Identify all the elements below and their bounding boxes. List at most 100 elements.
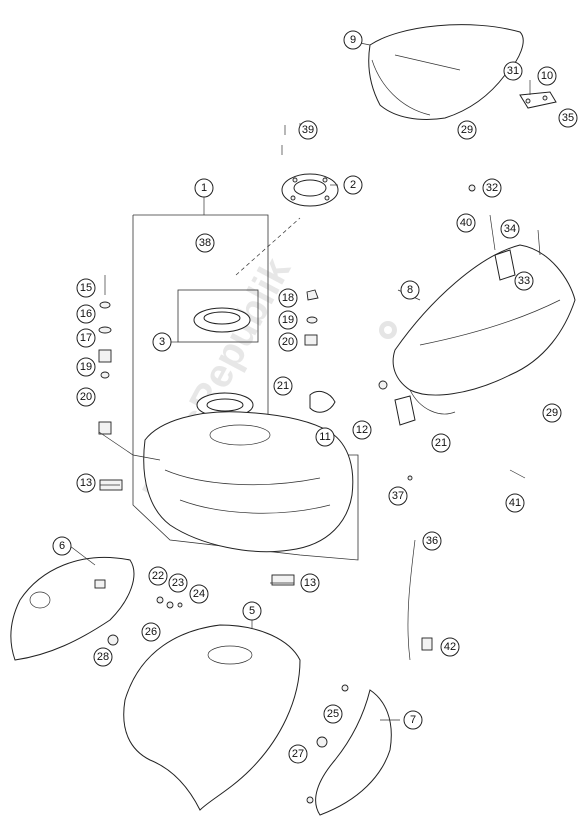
fuel-cap (281, 173, 339, 207)
svg-text:7: 7 (410, 714, 416, 726)
callout-1: 1 (194, 178, 214, 198)
front-seat (392, 244, 576, 415)
callout-29: 29 (457, 120, 477, 140)
svg-text:23: 23 (172, 577, 184, 589)
tank-group-box (132, 214, 359, 561)
svg-text:18: 18 (282, 292, 294, 304)
tank-cover (123, 624, 301, 811)
callout-17: 17 (76, 328, 96, 348)
callout-29b: 29 (542, 403, 562, 423)
svg-text:38: 38 (199, 237, 211, 249)
svg-text:33: 33 (518, 275, 530, 287)
svg-text:22: 22 (152, 570, 164, 582)
svg-text:13: 13 (80, 477, 92, 489)
rear-seat (368, 24, 524, 120)
callout-42: 42 (440, 637, 460, 657)
svg-text:29: 29 (461, 124, 473, 136)
svg-text:5: 5 (249, 605, 255, 617)
cap-screws (281, 123, 301, 155)
callout-2: 2 (343, 175, 363, 195)
callout-9: 9 (343, 30, 363, 50)
callout-3: 3 (152, 332, 172, 352)
fuel-tank (143, 411, 354, 553)
svg-text:20: 20 (282, 336, 294, 348)
callout-41: 41 (505, 493, 525, 513)
svg-text:20: 20 (80, 391, 92, 403)
rear-bracket (519, 91, 557, 109)
svg-text:21: 21 (277, 380, 289, 392)
callout-25: 25 (323, 704, 343, 724)
svg-text:3: 3 (159, 336, 165, 348)
svg-text:31: 31 (507, 65, 519, 77)
svg-text:10: 10 (541, 70, 553, 82)
callout-39: 39 (298, 120, 318, 140)
pump-group-box (177, 289, 259, 343)
svg-text:37: 37 (392, 490, 404, 502)
callout-8: 8 (400, 280, 420, 300)
svg-text:24: 24 (193, 588, 205, 600)
svg-text:28: 28 (97, 651, 109, 663)
callout-34: 34 (500, 219, 520, 239)
callout-5: 5 (242, 601, 262, 621)
svg-text:39: 39 (302, 124, 314, 136)
grommet-stack (304, 289, 319, 346)
callout-13b: 13 (300, 573, 320, 593)
callout-35: 35 (558, 108, 578, 128)
callout-40: 40 (456, 213, 476, 233)
svg-text:41: 41 (509, 497, 521, 509)
svg-text:29: 29 (546, 407, 558, 419)
svg-text:16: 16 (80, 308, 92, 320)
callout-19b: 19 (278, 310, 298, 330)
svg-text:34: 34 (504, 223, 516, 235)
pump-gasket (196, 392, 254, 418)
callout-27: 27 (288, 744, 308, 764)
svg-text:13: 13 (304, 577, 316, 589)
callout-7: 7 (403, 710, 423, 730)
callout-22: 22 (148, 566, 168, 586)
watermark-gear-icon (379, 321, 397, 339)
spacer-stack (98, 275, 161, 461)
svg-text:19: 19 (282, 314, 294, 326)
svg-text:21: 21 (435, 437, 447, 449)
callout-37: 37 (388, 486, 408, 506)
callout-36: 36 (422, 531, 442, 551)
bracket-12 (378, 380, 416, 426)
svg-text:35: 35 (562, 112, 574, 124)
fuel-pump-ring (193, 307, 251, 333)
callout-38: 38 (195, 233, 215, 253)
callout-23: 23 (168, 573, 188, 593)
seat-hardware (468, 184, 541, 256)
callout-21: 21 (273, 376, 293, 396)
cable (407, 469, 526, 661)
svg-text:12: 12 (356, 424, 368, 436)
callout-6: 6 (52, 536, 72, 556)
callout-32: 32 (482, 178, 502, 198)
svg-text:27: 27 (292, 748, 304, 760)
callout-21b: 21 (431, 433, 451, 453)
callout-18: 18 (278, 288, 298, 308)
callout-13: 13 (76, 473, 96, 493)
svg-text:8: 8 (407, 284, 413, 296)
callout-11: 11 (315, 427, 335, 447)
svg-text:17: 17 (80, 332, 92, 344)
svg-text:36: 36 (426, 535, 438, 547)
callout-33: 33 (514, 271, 534, 291)
svg-text:11: 11 (319, 431, 330, 443)
svg-text:32: 32 (486, 182, 498, 194)
side-cover-right (315, 689, 392, 816)
callout-28: 28 (93, 647, 113, 667)
svg-text:25: 25 (327, 708, 339, 720)
callout-31: 31 (503, 61, 523, 81)
callout-20b: 20 (278, 332, 298, 352)
svg-text:40: 40 (460, 217, 472, 229)
callout-24: 24 (189, 584, 209, 604)
svg-text:9: 9 (350, 34, 356, 46)
svg-text:6: 6 (59, 540, 65, 552)
svg-text:1: 1 (201, 182, 207, 194)
svg-text:15: 15 (80, 282, 92, 294)
callout-26: 26 (141, 622, 161, 642)
callout-16: 16 (76, 304, 96, 324)
callout-10: 10 (537, 66, 557, 86)
callout-12: 12 (352, 420, 372, 440)
